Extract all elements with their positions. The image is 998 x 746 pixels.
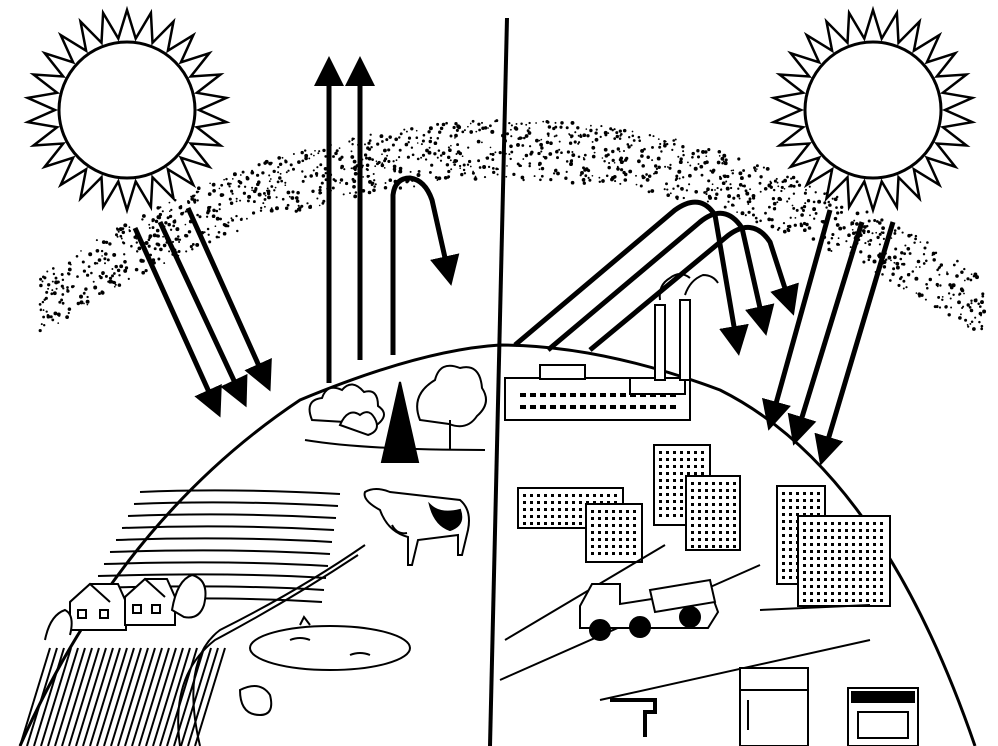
sun-icon [769, 5, 977, 215]
cow-icon [363, 488, 470, 566]
smokestacks-icon [654, 273, 719, 381]
appliances-icon [610, 667, 919, 746]
rays-in-icon [132, 206, 272, 418]
dump-truck-icon [579, 578, 720, 641]
road-icon [177, 544, 366, 746]
field-icon [19, 489, 341, 746]
forest-icon [304, 364, 487, 463]
panel-divider [488, 17, 509, 746]
pond-icon [249, 615, 411, 671]
apartment-blocks-icon [517, 444, 891, 607]
atmosphere-band [38, 119, 987, 333]
sun-icon [23, 5, 231, 215]
factory-icon [504, 364, 691, 421]
rays-in-icon [762, 209, 896, 466]
rays-trapped-icon [513, 199, 799, 356]
rays-reflected-icon [390, 175, 460, 355]
rays-up-icon [314, 56, 375, 383]
houses-icon [44, 573, 207, 641]
